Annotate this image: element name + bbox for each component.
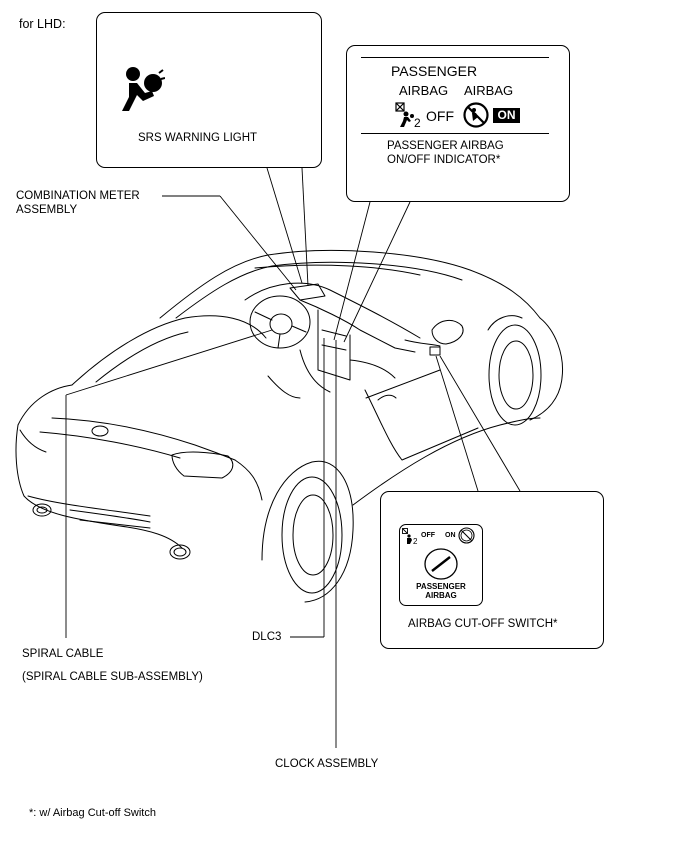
- indicator-bottom-rule: [361, 133, 549, 134]
- combination-meter-label-line1: COMBINATION METER: [16, 190, 140, 202]
- spiral-cable-sub-label: (SPIRAL CABLE SUB-ASSEMBLY): [22, 671, 203, 683]
- cutoff-switch-caption: AIRBAG CUT-OFF SWITCH*: [408, 618, 558, 630]
- variant-label: for LHD:: [19, 17, 66, 31]
- indicator-on-badge: ON: [493, 108, 520, 123]
- indicator-title: PASSENGER: [391, 63, 478, 79]
- indicator-airbag-left: AIRBAG: [399, 83, 449, 98]
- airbag-warning-icon: [122, 67, 165, 111]
- combination-meter-label-line2: ASSEMBLY: [16, 204, 78, 216]
- clock-assembly-label: CLOCK ASSEMBLY: [275, 758, 379, 770]
- srs-warning-light-callout: SRS WARNING LIGHT: [96, 12, 322, 168]
- svg-text:2: 2: [413, 537, 418, 544]
- indicator-top-rule: [361, 57, 549, 58]
- switch-airbag-on-icon: [458, 527, 475, 544]
- switch-panel-line1: PASSENGER: [416, 582, 466, 591]
- switch-on-text: ON: [445, 532, 456, 539]
- svg-text:2: 2: [414, 116, 421, 128]
- switch-panel-line2: AIRBAG: [425, 591, 457, 600]
- passenger-airbag-off-icon: 2: [395, 102, 421, 128]
- indicator-caption-line2: ON/OFF INDICATOR*: [387, 154, 501, 166]
- switch-off-text: OFF: [421, 532, 435, 539]
- cutoff-switch-panel: 2 OFF ON PASSENGER AIRBAG: [399, 524, 483, 606]
- indicator-airbag-right: AIRBAG: [464, 83, 514, 98]
- key-slot-icon[interactable]: [422, 547, 460, 581]
- indicator-off-text: OFF: [426, 108, 454, 124]
- passenger-airbag-indicator-callout: PASSENGER AIRBAG AIRBAG 2 OFF ON PASSENG…: [346, 45, 570, 202]
- passenger-airbag-on-icon: [463, 102, 489, 128]
- airbag-cutoff-switch-callout: 2 OFF ON PASSENGER AIRBAG AIRBAG CUT-OFF…: [380, 491, 604, 649]
- srs-warning-light-label: SRS WARNING LIGHT: [138, 132, 258, 144]
- switch-airbag-off-icon: 2: [402, 528, 418, 544]
- indicator-caption-line1: PASSENGER AIRBAG: [387, 140, 504, 152]
- dlc3-label: DLC3: [252, 631, 282, 643]
- spiral-cable-label: SPIRAL CABLE: [22, 648, 104, 660]
- footnote: *: w/ Airbag Cut-off Switch: [29, 807, 156, 819]
